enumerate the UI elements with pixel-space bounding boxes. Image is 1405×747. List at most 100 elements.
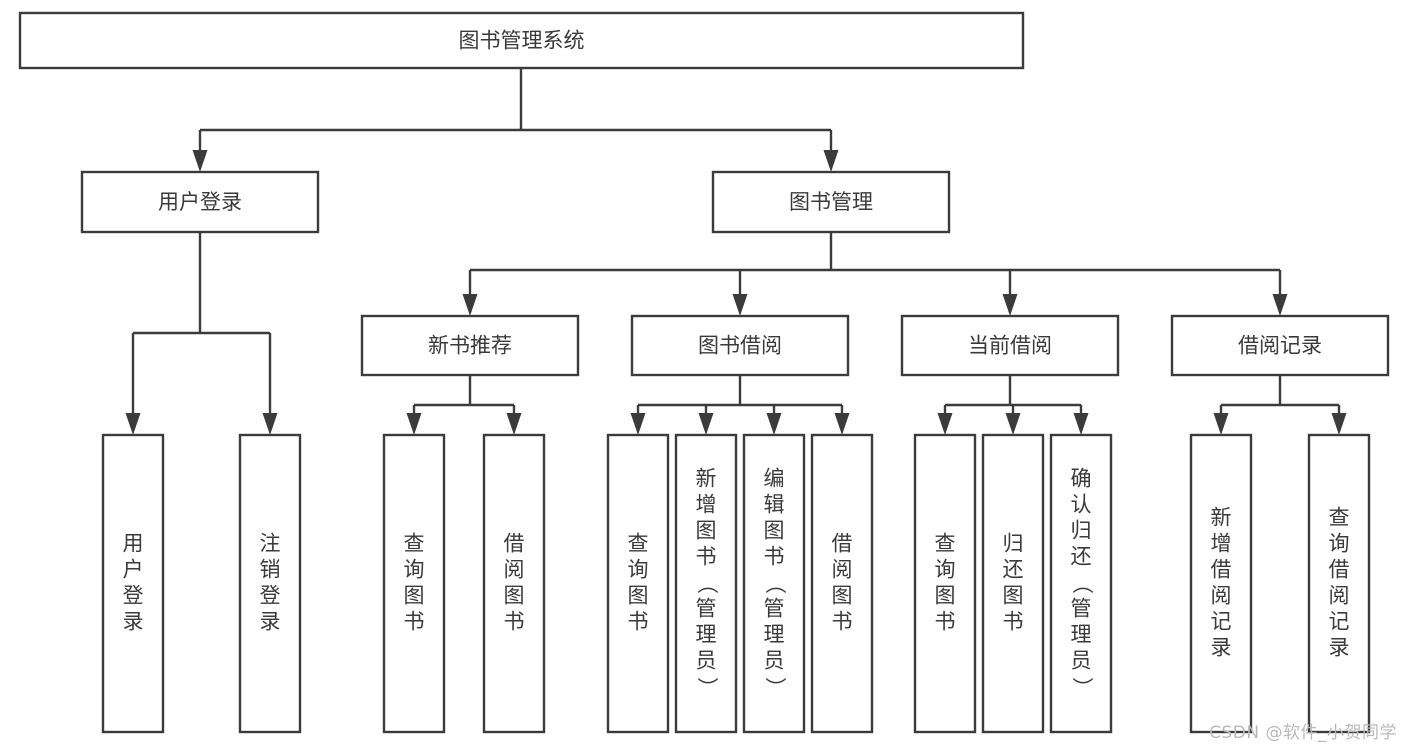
- node-leaf-query-book-recommend-label-char: 图: [404, 584, 425, 608]
- node-borrow-record-label: 借阅记录: [1238, 334, 1322, 358]
- node-leaf-confirm-return-admin-label-char: 确: [1071, 467, 1092, 491]
- node-new-book-recommend[interactable]: 新书推荐: [360, 314, 580, 377]
- node-leaf-confirm-return-admin-label-char: 归: [1071, 519, 1092, 543]
- node-borrow-record-rect[interactable]: [1170, 314, 1390, 377]
- node-leaf-return-book-label-char: 书: [1003, 610, 1024, 634]
- node-leaf-user-logout-label-char: 销: [260, 558, 281, 582]
- node-leaf-user-login[interactable]: 用户登录: [101, 433, 165, 734]
- group-2-leaf-0-head: [937, 413, 953, 435]
- node-leaf-query-book-current-rect[interactable]: [913, 433, 977, 734]
- node-leaf-confirm-return-admin-label-char: 还: [1071, 545, 1092, 569]
- group-1-leaf-2-head: [766, 413, 782, 435]
- node-borrow-record[interactable]: 借阅记录: [1170, 314, 1390, 377]
- node-book-borrow-label: 图书借阅: [698, 334, 782, 358]
- node-leaf-edit-book-admin-label-char: ）: [763, 677, 787, 698]
- root-to-level1-0-head: [192, 150, 208, 172]
- node-leaf-query-book-recommend-label-char: 书: [404, 610, 425, 634]
- node-leaf-query-borrow-record-rect[interactable]: [1307, 433, 1371, 734]
- group-2-leaf-2-head: [1073, 413, 1089, 435]
- node-leaf-confirm-return-admin-label-char: 理: [1071, 623, 1092, 647]
- group-1-leaf-0-head: [630, 413, 646, 435]
- group-1-leaf-3-head: [834, 413, 850, 435]
- node-leaf-query-book-rect[interactable]: [606, 433, 670, 734]
- node-leaf-user-logout-label-char: 录: [260, 610, 281, 634]
- node-user-login-rect[interactable]: [80, 170, 320, 234]
- node-book-borrow[interactable]: 图书借阅: [630, 314, 850, 377]
- node-leaf-edit-book-admin-label-char: 书: [764, 545, 785, 569]
- node-leaf-edit-book-admin-label-char: 理: [764, 623, 785, 647]
- book-manage-to-level2-3-head: [1272, 294, 1288, 316]
- node-leaf-add-book-admin-label-char: ）: [695, 677, 719, 698]
- node-root-label: 图书管理系统: [459, 29, 585, 53]
- node-leaf-add-book-admin-label-char: 增: [696, 493, 717, 517]
- node-new-book-recommend-rect[interactable]: [360, 314, 580, 377]
- node-leaf-add-book-admin-label-char: 理: [696, 623, 717, 647]
- node-current-borrow[interactable]: 当前借阅: [900, 314, 1120, 377]
- node-leaf-query-book-recommend-rect[interactable]: [382, 433, 446, 734]
- node-leaf-borrow-book-recommend-label-char: 书: [504, 610, 525, 634]
- node-root-rect[interactable]: [18, 11, 1025, 70]
- node-leaf-edit-book-admin-label-char: （: [763, 573, 787, 594]
- node-leaf-confirm-return-admin-label-char: 认: [1071, 493, 1092, 517]
- node-leaf-user-logout-label-char: 注: [260, 532, 281, 556]
- group-3-leaf-1-head: [1331, 413, 1347, 435]
- node-leaf-query-book-current-label-char: 查: [935, 532, 956, 556]
- node-leaf-query-borrow-record-label-char: 询: [1329, 532, 1350, 556]
- node-leaf-add-book-admin-label-char: 图: [696, 519, 717, 543]
- node-leaf-query-book-recommend-label-char: 查: [404, 532, 425, 556]
- node-leaf-user-login-label-char: 户: [123, 558, 144, 582]
- book-manage-to-level2-0-head: [462, 294, 478, 316]
- node-current-borrow-rect[interactable]: [900, 314, 1120, 377]
- node-leaf-borrow-book-recommend-label-char: 阅: [504, 558, 525, 582]
- node-book-borrow-rect[interactable]: [630, 314, 850, 377]
- group-0-leaf-0-head: [406, 413, 422, 435]
- node-leaf-edit-book-admin-label-char: 编: [764, 467, 785, 491]
- node-leaf-query-book-recommend-label-char: 询: [404, 558, 425, 582]
- node-leaf-add-borrow-record-label-char: 新: [1211, 506, 1232, 530]
- node-leaf-return-book-label-char: 归: [1003, 532, 1024, 556]
- node-leaf-user-logout-rect[interactable]: [238, 433, 302, 734]
- node-leaf-return-book-rect[interactable]: [981, 433, 1045, 734]
- node-leaf-borrow-book-label-char: 书: [832, 610, 853, 634]
- node-leaf-borrow-book-recommend-rect[interactable]: [482, 433, 546, 734]
- node-layer: 图书管理系统用户登录图书管理新书推荐图书借阅当前借阅借阅记录用户登录注销登录查询…: [18, 11, 1390, 734]
- node-leaf-query-book-current-label-char: 询: [935, 558, 956, 582]
- node-user-login[interactable]: 用户登录: [80, 170, 320, 234]
- node-leaf-add-book-admin-label-char: 员: [696, 649, 717, 673]
- user-login-leaf-0-head: [125, 413, 141, 435]
- node-book-manage[interactable]: 图书管理: [711, 170, 951, 234]
- node-leaf-borrow-book-label-char: 借: [832, 532, 853, 556]
- node-leaf-add-borrow-record-rect[interactable]: [1189, 433, 1253, 734]
- node-book-manage-rect[interactable]: [711, 170, 951, 234]
- node-leaf-user-login-label-char: 录: [123, 610, 144, 634]
- node-leaf-borrow-book-rect[interactable]: [810, 433, 874, 734]
- node-leaf-return-book-label-char: 图: [1003, 584, 1024, 608]
- node-leaf-add-borrow-record-label-char: 阅: [1211, 584, 1232, 608]
- node-leaf-confirm-return-admin-rect[interactable]: [1049, 433, 1113, 734]
- node-leaf-user-login-rect[interactable]: [101, 433, 165, 734]
- node-leaf-add-book-admin-label-char: 管: [696, 597, 717, 621]
- node-leaf-edit-book-admin-label-char: 管: [764, 597, 785, 621]
- user-login-leaf-1-head: [262, 413, 278, 435]
- node-leaf-borrow-book-recommend-label-char: 借: [504, 532, 525, 556]
- node-leaf-edit-book-admin-rect[interactable]: [742, 433, 806, 734]
- node-leaf-user-login-label-char: 登: [123, 584, 144, 608]
- node-leaf-add-book-admin-rect[interactable]: [674, 433, 738, 734]
- node-leaf-query-borrow-record-label-char: 录: [1329, 636, 1350, 660]
- node-leaf-edit-book-admin-label-char: 辑: [764, 493, 785, 517]
- node-root[interactable]: 图书管理系统: [18, 11, 1025, 70]
